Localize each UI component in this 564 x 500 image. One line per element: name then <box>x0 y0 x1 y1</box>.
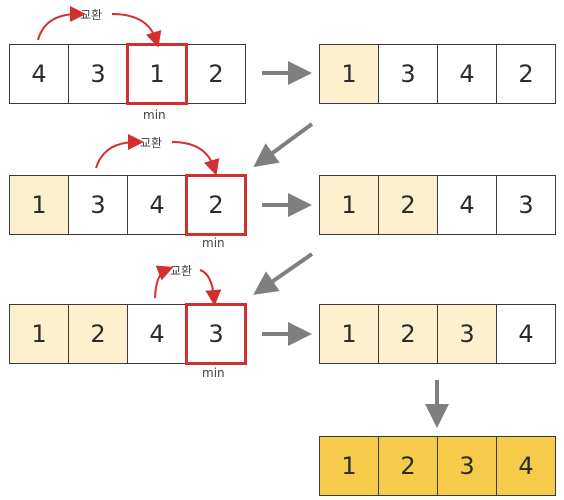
final-cell: 4 <box>496 436 556 496</box>
array-cell: 3 <box>496 175 556 235</box>
array-r2-right: 1 2 4 3 <box>319 175 556 235</box>
swap-arrow <box>95 134 144 169</box>
sorted-cell: 1 <box>9 175 69 235</box>
sorted-cell: 1 <box>319 44 379 104</box>
array-r3-left: 1 2 4 3 <box>9 303 247 365</box>
array-final: 1 2 3 4 <box>319 436 556 496</box>
swap-arrow <box>111 13 162 48</box>
min-cell: 3 <box>185 303 247 365</box>
sorted-cell: 1 <box>319 304 379 364</box>
min-cell: 1 <box>126 43 188 105</box>
diagonal-arrow <box>253 252 314 295</box>
array-r3-right: 1 2 3 4 <box>319 304 556 364</box>
array-cell: 4 <box>496 304 556 364</box>
array-r2-left: 1 3 4 2 <box>9 174 247 236</box>
min-label: min <box>143 108 166 122</box>
array-r1-left: 4 3 1 2 <box>9 43 246 105</box>
sorted-cell: 2 <box>378 175 438 235</box>
array-cell: 2 <box>496 44 556 104</box>
swap-arrow <box>37 6 86 41</box>
array-r1-right: 1 3 4 2 <box>319 44 556 104</box>
sorted-cell: 1 <box>319 175 379 235</box>
swap-label: 교환 <box>170 264 193 278</box>
sorted-cell: 2 <box>68 304 128 364</box>
swap-arrow <box>154 265 174 299</box>
swap-arrow <box>171 141 220 176</box>
swap-arrow <box>199 269 222 306</box>
min-cell: 2 <box>185 174 247 236</box>
final-cell: 1 <box>319 436 379 496</box>
min-label: min <box>202 366 225 380</box>
swap-label: 교환 <box>140 136 163 150</box>
diagonal-arrow <box>253 122 314 168</box>
sorted-cell: 2 <box>378 304 438 364</box>
final-cell: 3 <box>437 436 497 496</box>
min-label: min <box>202 236 225 250</box>
sorted-cell: 3 <box>437 304 497 364</box>
